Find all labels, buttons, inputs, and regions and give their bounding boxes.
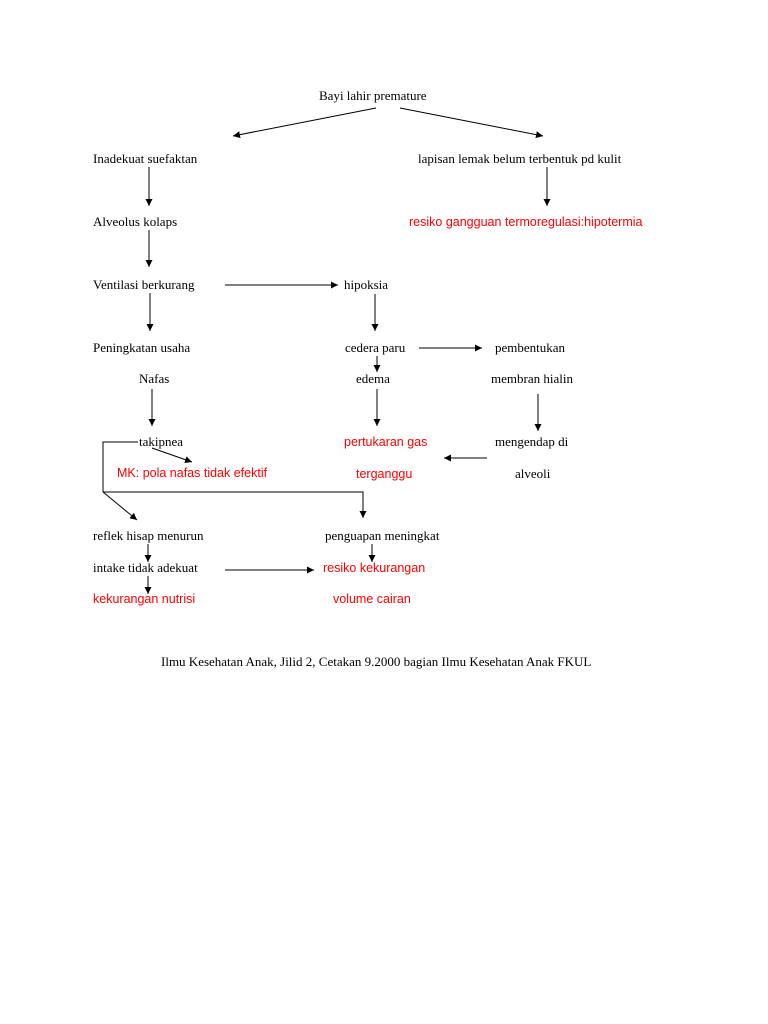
node-membran-hialin: membran hialin	[491, 371, 573, 386]
node-resiko-kekurangan: resiko kekurangan	[323, 561, 426, 575]
node-terganggu: terganggu	[356, 467, 413, 481]
node-intake-tidak-adekuat: intake tidak adekuat	[93, 560, 198, 575]
arrow-root-to-inadekuat	[232, 107, 377, 139]
node-mk-pola-nafas: MK: pola nafas tidak efektif	[117, 466, 268, 480]
node-volume-cairan: volume cairan	[333, 592, 411, 606]
arrow-root-to-lapisan	[399, 107, 544, 139]
node-penguapan-meningkat: penguapan meningkat	[325, 528, 440, 543]
node-bayi-lahir-premature: Bayi lahir premature	[319, 88, 427, 103]
node-nafas: Nafas	[139, 371, 170, 386]
node-mengendap-di: mengendap di	[495, 434, 569, 449]
arrow-takipnea-to-mk	[151, 447, 193, 463]
node-takipnea: takipnea	[139, 434, 184, 449]
arrow-bracket-to-penguapan	[103, 491, 367, 518]
node-edema: edema	[356, 371, 390, 386]
node-kekurangan-nutrisi: kekurangan nutrisi	[93, 592, 196, 606]
node-alveoli: alveoli	[515, 466, 551, 481]
citation-text: Ilmu Kesehatan Anak, Jilid 2, Cetakan 9.…	[161, 654, 592, 669]
node-hipoksia: hipoksia	[344, 277, 389, 292]
node-inadekuat-suefaktan: Inadekuat suefaktan	[93, 151, 198, 166]
node-peningkatan-usaha: Peningkatan usaha	[93, 340, 191, 355]
node-pertukaran-gas: pertukaran gas	[344, 435, 428, 449]
bracket-takipnea	[102, 441, 138, 492]
node-lapisan-lemak: lapisan lemak belum terbentuk pd kulit	[418, 151, 622, 166]
node-resiko-termoregulasi: resiko gangguan termoregulasi:hipotermia	[409, 215, 643, 229]
node-reflek-hisap: reflek hisap menurun	[93, 528, 204, 543]
arrow-bracket-to-reflek	[102, 491, 138, 521]
node-ventilasi-berkurang: Ventilasi berkurang	[93, 277, 195, 292]
node-alveolus-kolaps: Alveolus kolaps	[93, 214, 178, 229]
node-pembentukan: pembentukan	[495, 340, 566, 355]
node-cedera-paru: cedera paru	[345, 340, 406, 355]
